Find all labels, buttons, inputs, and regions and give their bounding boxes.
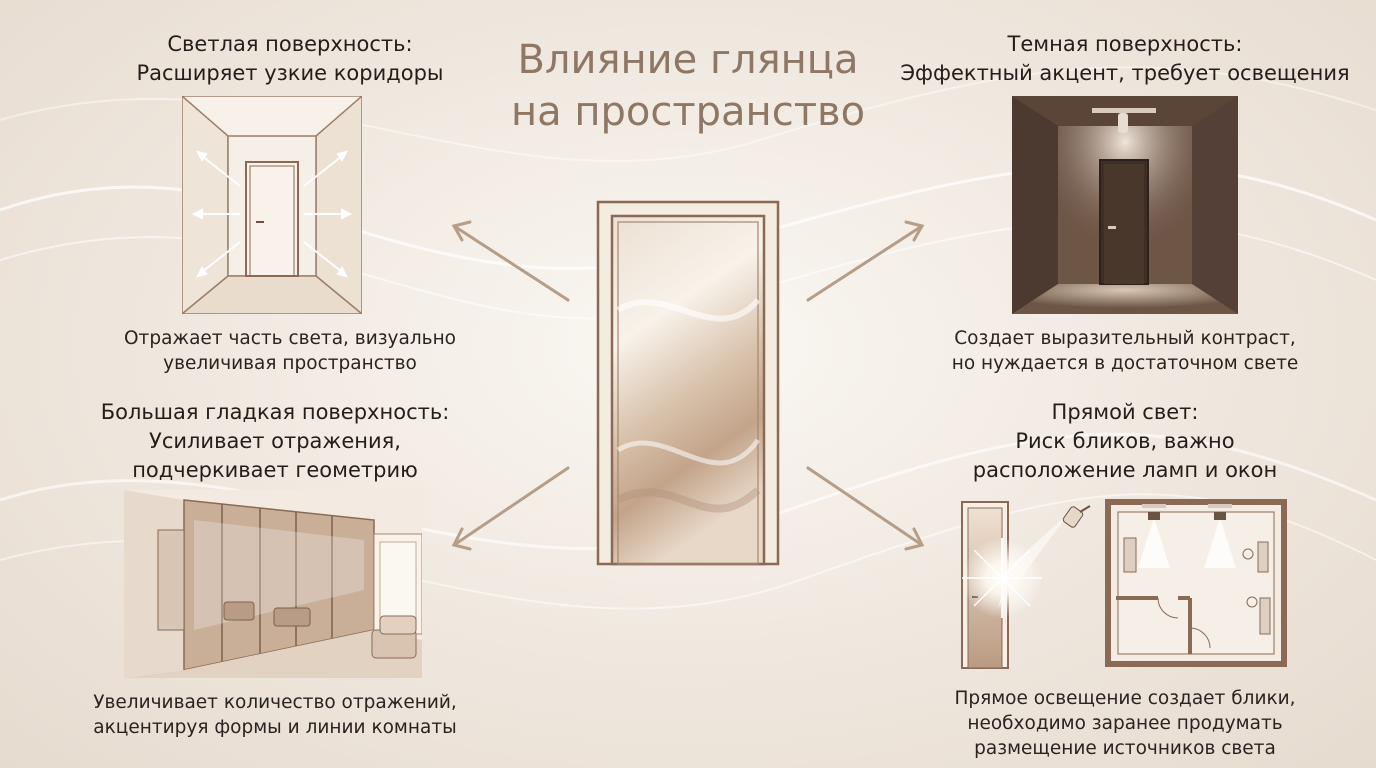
direct-light-description: Прямое освещение создает блики, необходи… (900, 686, 1350, 761)
spotlight-icon (1062, 505, 1091, 528)
title-line-1: Влияние глянца (517, 37, 859, 83)
dark-surface-title: Темная поверхность: Эффектный акцент, тр… (880, 30, 1370, 88)
direct-title-line-3: расположение ламп и окон (972, 458, 1278, 482)
light-desc-line-1: Отражает часть света, визуально (124, 328, 456, 349)
arrow-bottom-left (452, 466, 570, 547)
large-desc-line-1: Увеличивает количество отражений, (93, 692, 457, 713)
direct-light-title: Прямой свет: Риск бликов, важно располож… (900, 398, 1350, 485)
light-surface-title: Светлая поверхность: Расширяет узкие кор… (70, 30, 510, 88)
dark-surface-description: Создает выразительный контраст, но нужда… (900, 326, 1350, 376)
large-surface-title: Большая гладкая поверхность: Усиливает о… (50, 398, 500, 485)
light-title-line-1: Светлая поверхность: (167, 32, 413, 56)
direct-desc-line-1: Прямое освещение создает блики, (954, 688, 1296, 709)
large-desc-line-2: акцентируя формы и линии комнаты (93, 717, 457, 738)
large-title-line-3: подчеркивает геометрию (132, 458, 418, 482)
direct-desc-line-3: размещение источников света (974, 738, 1276, 759)
arrow-bottom-right (806, 466, 924, 547)
dark-title-line-2: Эффектный акцент, требует освещения (900, 61, 1350, 85)
dark-title-line-1: Темная поверхность: (1007, 32, 1243, 56)
direct-title-line-2: Риск бликов, важно (1015, 429, 1235, 453)
center-glossy-door (596, 200, 780, 566)
title-line-2: на пространство (510, 89, 866, 135)
arrow-top-right (806, 224, 924, 302)
large-title-line-2: Усиливает отражения, (149, 429, 401, 453)
glare-door-illustration (961, 499, 1287, 669)
direct-title-line-1: Прямой свет: (1051, 400, 1199, 424)
dark-corridor-illustration (1012, 96, 1238, 314)
light-desc-line-2: увеличивая пространство (163, 353, 417, 374)
direct-desc-line-2: необходимо заранее продумать (967, 713, 1283, 734)
arrow-top-left (452, 224, 570, 302)
light-corridor-illustration (182, 96, 362, 314)
large-surface-description: Увеличивает количество отражений, акцент… (50, 690, 500, 740)
dark-desc-line-2: но нуждается в достаточном свете (951, 353, 1299, 374)
large-title-line-1: Большая гладкая поверхность: (100, 400, 450, 424)
room-wardrobe-illustration (124, 490, 422, 678)
page-title: Влияние глянца на пространство (470, 34, 906, 138)
dark-desc-line-1: Создает выразительный контраст, (954, 328, 1296, 349)
light-surface-description: Отражает часть света, визуально увеличив… (70, 326, 510, 376)
light-title-line-2: Расширяет узкие коридоры (136, 61, 444, 85)
